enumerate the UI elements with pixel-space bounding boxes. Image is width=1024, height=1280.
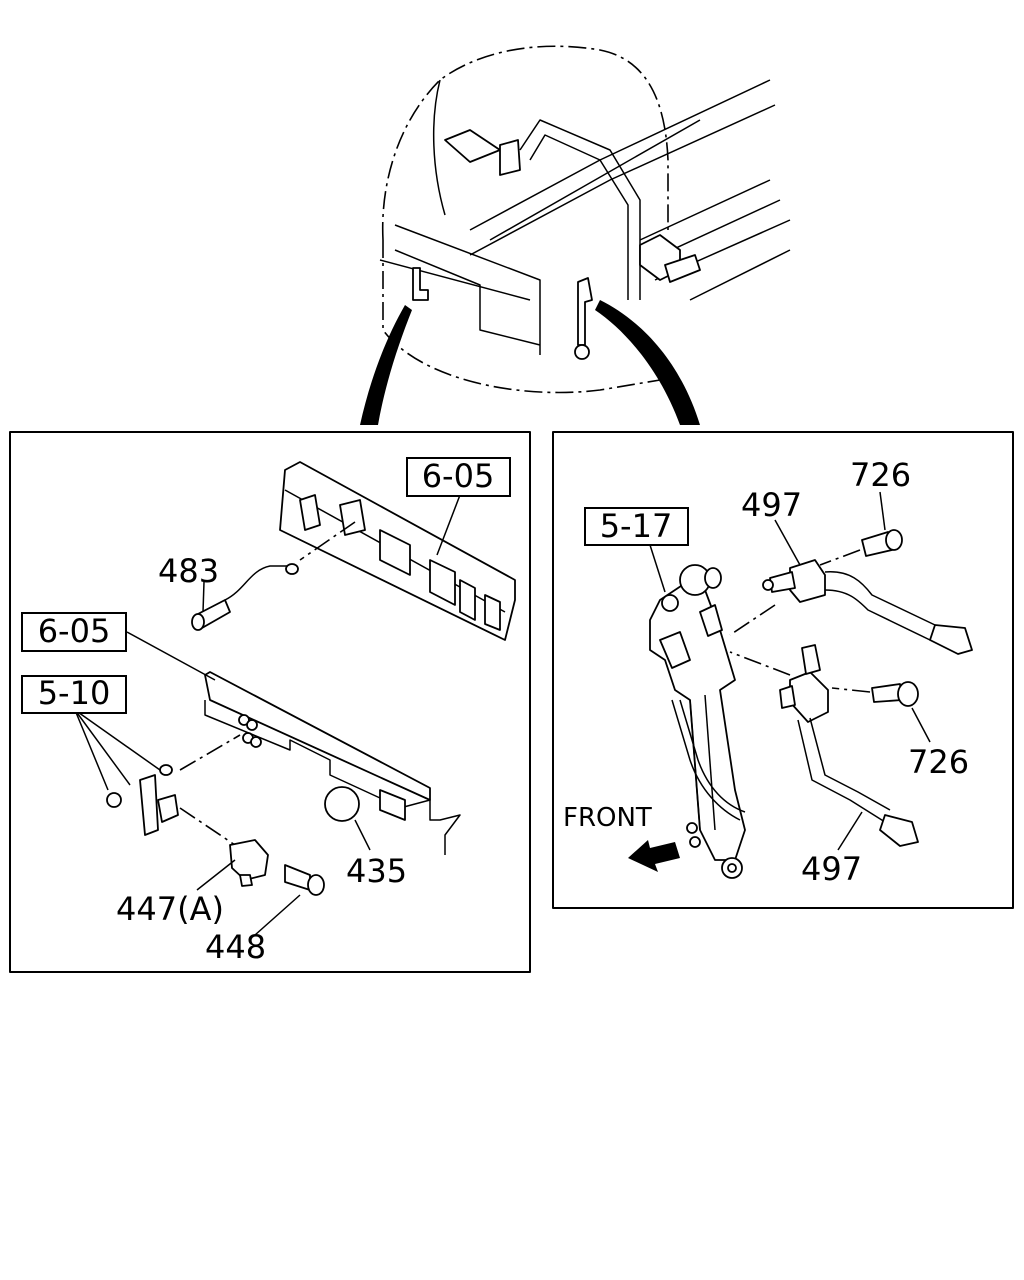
ref-label: 5-10 [38, 674, 111, 712]
sensor-483 [191, 521, 356, 631]
left-panel: 6-05 6-05 5-10 483 435 447(A) 448 [9, 431, 531, 973]
part-label-435: 435 [346, 852, 407, 890]
bolt-726-lower [831, 681, 919, 707]
left-leaders [74, 494, 461, 936]
ref-label: 6-05 [422, 457, 495, 495]
ref-box-5-17: 5-17 [584, 507, 689, 546]
bracket-5-10 [106, 734, 241, 846]
front-arrow-icon [628, 840, 680, 872]
ref-label: 6-05 [38, 612, 111, 650]
front-label: FRONT [563, 803, 652, 833]
sensor-447a [229, 839, 269, 887]
upper-frame-rail [279, 461, 516, 641]
part-label-483: 483 [158, 552, 219, 590]
part-label-497-upper: 497 [741, 486, 802, 524]
part-label-448: 448 [205, 928, 266, 966]
lower-frame-rail [204, 671, 461, 855]
right-panel-frame [552, 431, 1014, 909]
switch-497-lower [729, 644, 919, 847]
cylinder-assembly-5-17 [649, 564, 746, 879]
part-label-447a: 447(A) [116, 890, 224, 928]
cab-overview [360, 45, 791, 425]
right-panel: FRONT 5-17 726 497 726 497 [552, 431, 1014, 909]
ref-box-6-05-upper: 6-05 [406, 457, 511, 497]
ref-box-5-10: 5-10 [21, 674, 127, 714]
bolt-448 [284, 864, 325, 896]
switch-497-upper [729, 559, 973, 655]
ref-box-6-05-lower: 6-05 [21, 612, 127, 652]
part-label-726-lower: 726 [908, 743, 969, 781]
part-label-726-upper: 726 [850, 456, 911, 494]
right-leaders [649, 491, 931, 851]
plug-435 [324, 786, 360, 822]
left-panel-frame [9, 431, 531, 973]
bolt-726-upper [819, 529, 903, 566]
ref-label: 5-17 [600, 507, 673, 545]
part-label-497-lower: 497 [801, 850, 862, 888]
